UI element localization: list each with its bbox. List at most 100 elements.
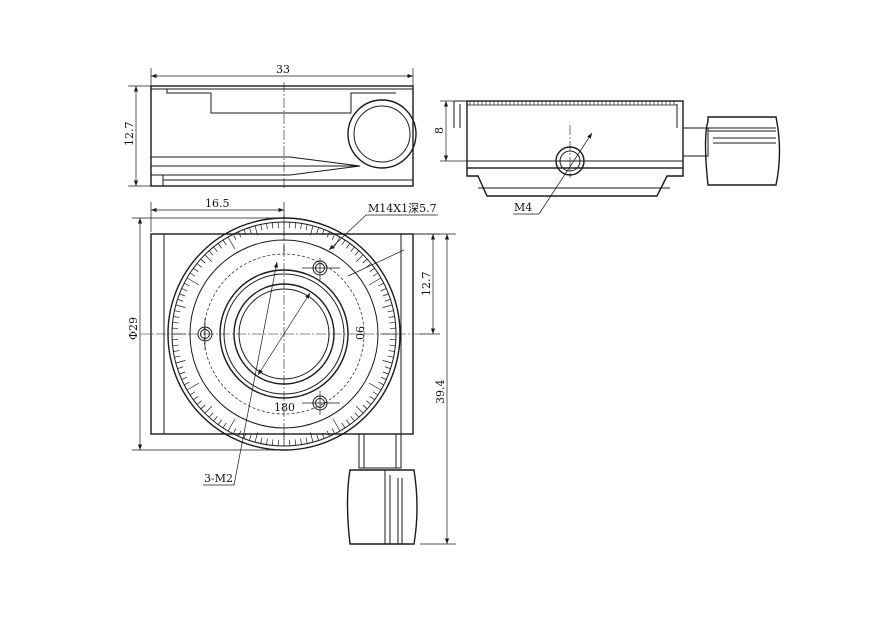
scale-tick [310, 432, 314, 443]
scale-tick [380, 288, 387, 292]
scale-tick [193, 396, 199, 401]
dim-16-5-label: 16.5 [205, 197, 230, 210]
scale-tick [389, 321, 396, 324]
scale-tick [181, 376, 188, 380]
scale-tick [326, 430, 330, 437]
scale-tick [232, 428, 237, 434]
plan-view: 16.5 M14X1深5.7 [127, 197, 456, 545]
scale-tick [179, 371, 186, 375]
scale-tick [382, 371, 389, 375]
scale-tick [208, 412, 214, 418]
scale-tick [227, 236, 236, 250]
scale-tick [175, 304, 186, 308]
scale-tick [238, 430, 242, 437]
scale-tick [369, 267, 375, 272]
scale-tick [388, 316, 395, 318]
scale-tick [177, 366, 184, 369]
scale-tick [378, 282, 384, 287]
scale-tick [380, 376, 387, 380]
scale-tick [179, 293, 186, 297]
scale-90-label: 90 [353, 326, 366, 340]
side-view-left: 33 12.7 [123, 63, 417, 190]
scale-tick [382, 360, 393, 364]
scale-tick [362, 404, 368, 410]
scale-tick [350, 416, 355, 422]
scale-tick [362, 258, 368, 264]
scale-tick [172, 344, 179, 347]
holes-label: 3-M2 [204, 472, 233, 485]
scale-tick [346, 419, 351, 425]
scale-tick [254, 225, 258, 236]
dim-m4-label: M4 [514, 201, 532, 214]
scale-tick [186, 277, 200, 286]
scale-tick [387, 355, 394, 358]
scale-tick [387, 310, 394, 313]
scale-tick [366, 400, 372, 405]
scale-tick [238, 231, 242, 238]
scale-tick [213, 246, 218, 252]
side-view-right: M4 8 [433, 100, 781, 215]
scale-tick [172, 321, 179, 324]
scale-tick [326, 231, 330, 238]
scale-tick [217, 243, 222, 249]
scale-tick [372, 272, 379, 277]
scale-tick [208, 250, 214, 256]
scale-tick [310, 225, 314, 236]
dim-phi29-label: Φ29 [127, 317, 140, 340]
scale-tick [369, 396, 375, 401]
scale-tick [294, 439, 297, 446]
scale-tick [368, 382, 382, 391]
scale-tick [271, 439, 274, 446]
dim-8-label: 8 [433, 127, 446, 134]
scale-tick [350, 246, 355, 252]
scale-tick [196, 400, 202, 405]
scale-tick [305, 224, 308, 231]
scale-tick [271, 222, 274, 229]
scale-tick [173, 316, 180, 318]
scale-tick [200, 404, 206, 410]
scale-tick [384, 299, 391, 302]
scale-tick [217, 419, 222, 425]
scale-tick [366, 263, 372, 268]
scale-tick [173, 350, 180, 352]
scale-tick [341, 422, 346, 429]
scale-tick [388, 350, 395, 352]
scale-tick [355, 254, 364, 263]
scale-tick [254, 432, 258, 443]
scale-tick [300, 438, 302, 445]
scale-tick [294, 222, 297, 229]
scale-tick [174, 355, 181, 358]
scale-tick [186, 382, 200, 391]
scale-tick [249, 434, 252, 441]
scale-tick [354, 250, 360, 256]
scale-tick [177, 299, 184, 302]
dim-12-7-side-label: 12.7 [123, 122, 136, 147]
scale-tick [266, 438, 268, 445]
scale-tick [260, 437, 263, 444]
scale-tick [181, 288, 188, 292]
dim-12-7-plan-label: 12.7 [420, 272, 433, 297]
scale-tick [184, 282, 190, 287]
scale-tick [341, 239, 346, 246]
scale-tick [189, 272, 196, 277]
scale-tick [174, 310, 181, 313]
scale-tick [372, 391, 379, 396]
scale-tick [204, 405, 213, 414]
scale-180-label: 180 [274, 401, 295, 414]
scale-tick [193, 267, 199, 272]
scale-tick [200, 258, 206, 264]
scale-tick [222, 422, 227, 429]
scale-tick [321, 432, 325, 439]
scale-tick [368, 277, 382, 286]
scale-tick [316, 434, 319, 441]
scale-tick [232, 234, 237, 240]
scale-tick [243, 229, 247, 236]
scale-tick [305, 437, 308, 444]
scale-tick [378, 381, 384, 386]
scale-tick [332, 418, 341, 432]
scale-tick [300, 223, 302, 230]
dim-39-4-label: 39.4 [434, 380, 447, 405]
scale-tick [213, 416, 218, 422]
scale-tick [249, 227, 252, 234]
